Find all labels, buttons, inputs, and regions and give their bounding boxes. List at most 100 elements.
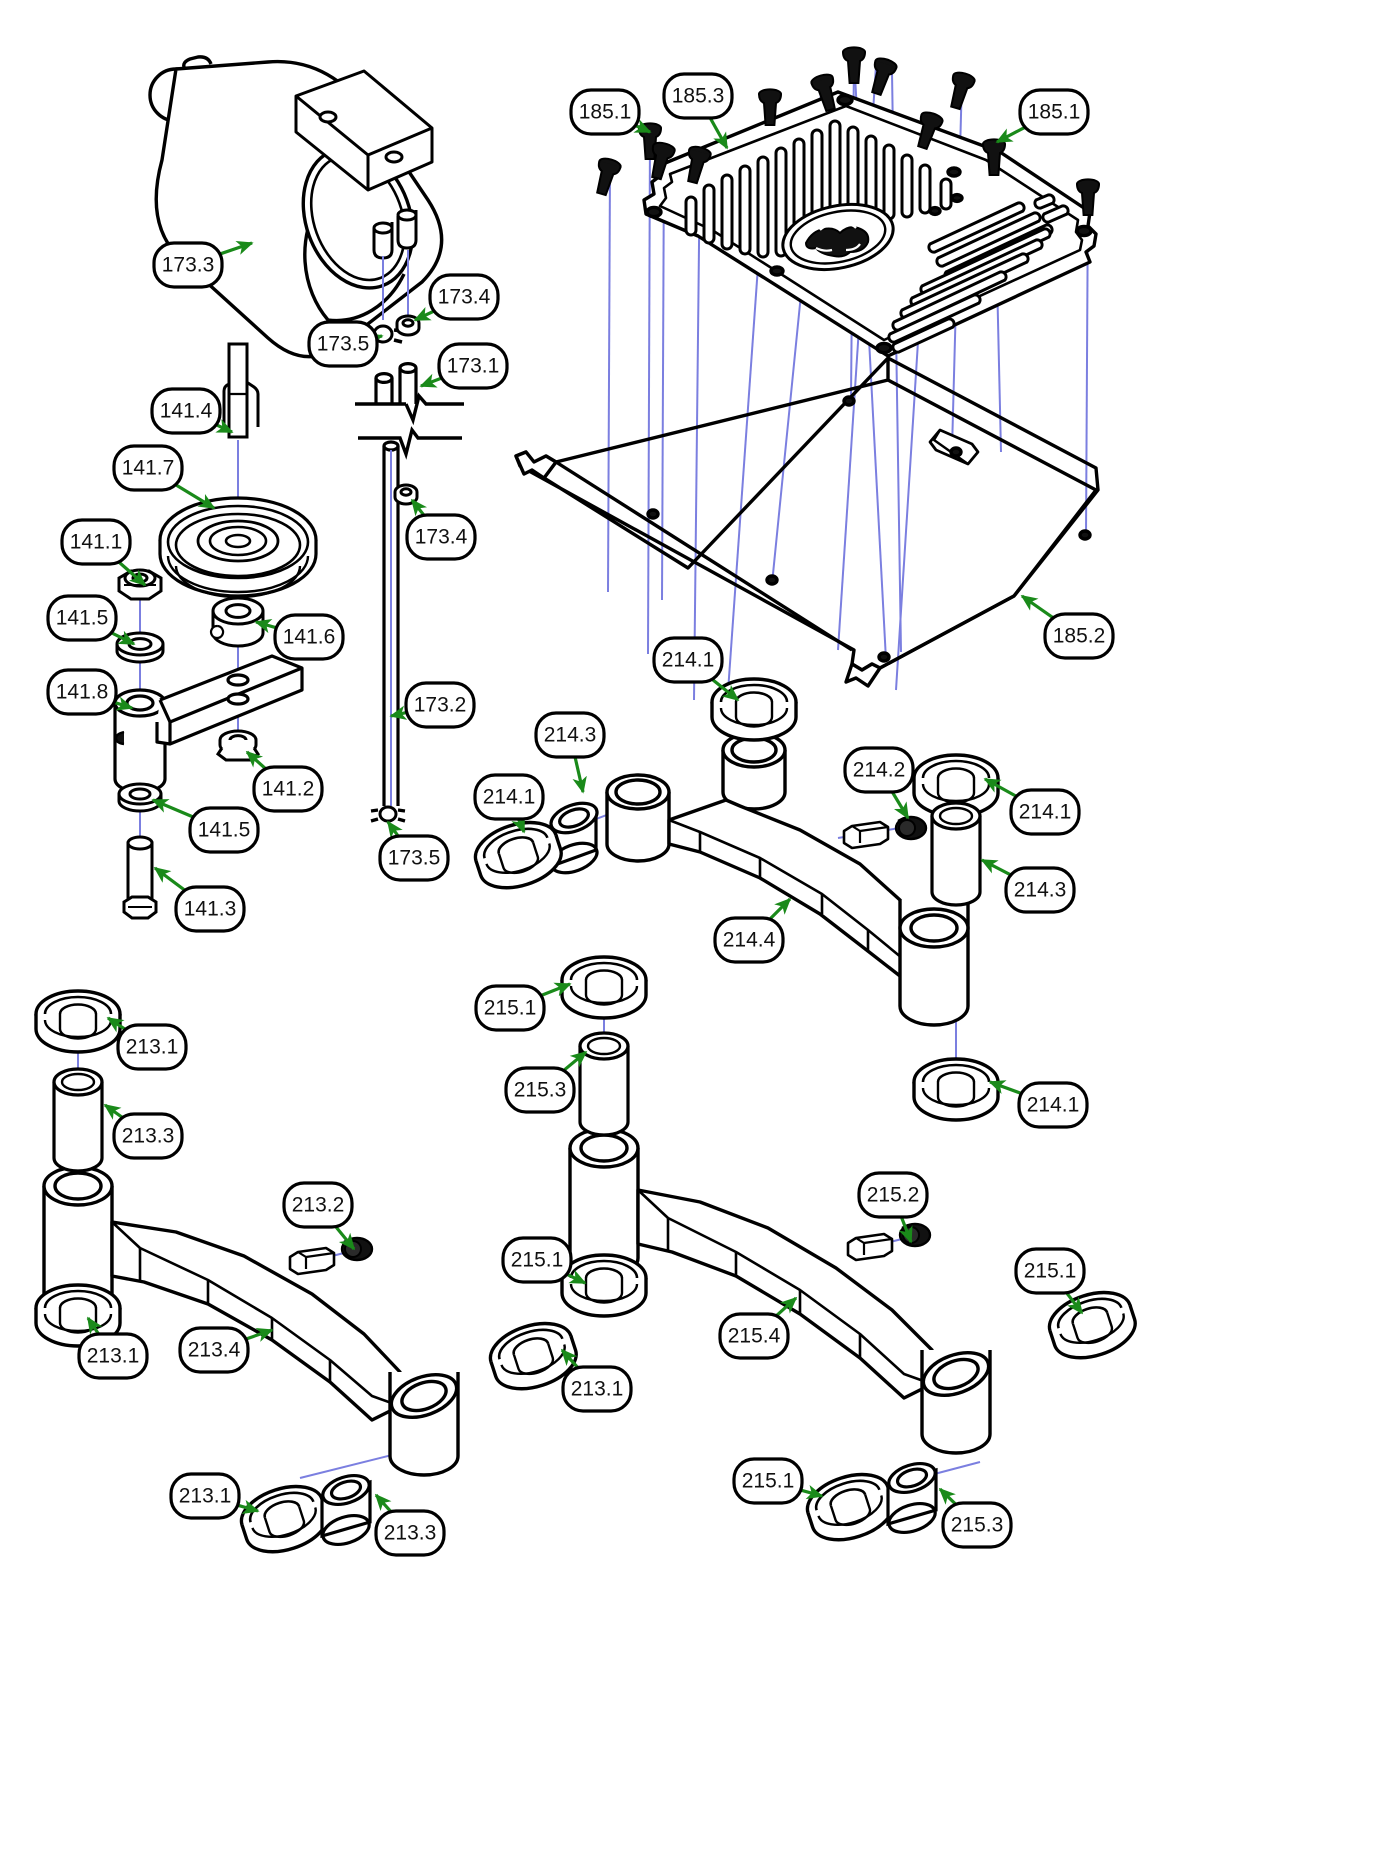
callout-213-4[interactable]: 213.4: [178, 1326, 274, 1374]
callout-185-1[interactable]: 185.1: [569, 88, 652, 136]
callout-214-3[interactable]: 214.3: [980, 858, 1076, 914]
callout-214-2[interactable]: 214.2: [843, 746, 915, 820]
callout-bubble[interactable]: [569, 88, 641, 136]
callout-214-4[interactable]: 214.4: [713, 897, 792, 964]
callout-bubble[interactable]: [504, 1066, 576, 1114]
callout-141-2[interactable]: 141.2: [245, 750, 324, 813]
callout-141-8[interactable]: 141.8: [46, 668, 134, 716]
callout-214-3[interactable]: 214.3: [534, 711, 606, 794]
callout-bubble[interactable]: [501, 1236, 573, 1284]
callout-141-5[interactable]: 141.5: [151, 798, 260, 854]
callout-bubble[interactable]: [273, 613, 345, 661]
callout-215-1[interactable]: 215.1: [501, 1236, 587, 1285]
callout-215-4[interactable]: 215.4: [718, 1296, 798, 1360]
leader-line: [890, 789, 910, 820]
leader-line: [708, 115, 729, 150]
callout-173-5[interactable]: 173.5: [378, 820, 450, 882]
callout-bubble[interactable]: [1017, 1081, 1089, 1129]
leader-line: [538, 982, 572, 998]
callout-bubble[interactable]: [60, 518, 132, 566]
callout-bubble[interactable]: [713, 916, 785, 964]
part-215-3-spacer-b: [886, 1461, 938, 1535]
callout-bubble[interactable]: [405, 513, 477, 561]
callout-141-5[interactable]: 141.5: [46, 594, 136, 646]
callout-bubble[interactable]: [857, 1171, 929, 1219]
callout-173-4[interactable]: 173.4: [405, 498, 477, 561]
callout-bubble[interactable]: [374, 1509, 446, 1557]
callout-214-1[interactable]: 214.1: [473, 773, 545, 834]
callout-185-3[interactable]: 185.3: [662, 72, 734, 150]
callout-bubble[interactable]: [1043, 612, 1115, 660]
callout-bubble[interactable]: [150, 387, 222, 435]
callout-213-3[interactable]: 213.3: [103, 1103, 184, 1160]
callout-bubble[interactable]: [718, 1312, 790, 1360]
callout-173-5[interactable]: 173.5: [307, 320, 384, 368]
callout-213-1[interactable]: 213.1: [106, 1016, 188, 1071]
callout-185-2[interactable]: 185.2: [1020, 594, 1115, 660]
callout-173-3[interactable]: 173.3: [152, 240, 254, 289]
callout-bubble[interactable]: [378, 834, 450, 882]
callout-bubble[interactable]: [1004, 866, 1076, 914]
callout-bubble[interactable]: [112, 444, 184, 492]
callout-bubble[interactable]: [282, 1181, 354, 1229]
part-141-3-bolt: [122, 835, 158, 920]
callout-label: 141.5: [198, 819, 251, 842]
callout-173-2[interactable]: 173.2: [389, 681, 476, 729]
callout-bubble[interactable]: [437, 342, 509, 390]
callout-bubble[interactable]: [843, 746, 915, 794]
callout-bubble[interactable]: [178, 1326, 250, 1374]
callout-214-1[interactable]: 214.1: [983, 777, 1081, 836]
callout-bubble[interactable]: [46, 668, 118, 716]
callout-214-1[interactable]: 214.1: [652, 636, 740, 702]
callout-bubble[interactable]: [662, 72, 734, 120]
callout-bubble[interactable]: [652, 636, 724, 684]
callout-215-1[interactable]: 215.1: [1014, 1247, 1086, 1315]
callout-215-1[interactable]: 215.1: [732, 1457, 824, 1505]
callout-label: 141.4: [160, 400, 213, 423]
callout-bubble[interactable]: [561, 1365, 633, 1413]
callout-141-1[interactable]: 141.1: [60, 518, 147, 587]
callout-bubble[interactable]: [428, 273, 500, 321]
callout-bubble[interactable]: [116, 1023, 188, 1071]
callout-bubble[interactable]: [112, 1112, 184, 1160]
callout-185-1[interactable]: 185.1: [995, 88, 1090, 144]
callout-215-3[interactable]: 215.3: [504, 1050, 588, 1114]
callout-bubble[interactable]: [473, 773, 545, 821]
callout-bubble[interactable]: [77, 1332, 149, 1380]
callout-141-7[interactable]: 141.7: [112, 444, 216, 510]
callout-213-1[interactable]: 213.1: [169, 1472, 260, 1520]
callout-bubble[interactable]: [732, 1457, 804, 1505]
leader-line: [115, 558, 147, 587]
callout-215-3[interactable]: 215.3: [938, 1487, 1013, 1549]
callout-215-1[interactable]: 215.1: [474, 982, 572, 1032]
callout-label: 173.3: [162, 254, 215, 277]
callout-bubble[interactable]: [941, 1501, 1013, 1549]
callout-213-3[interactable]: 213.3: [374, 1493, 446, 1557]
callout-141-4[interactable]: 141.4: [150, 387, 234, 435]
leader-line: [980, 858, 1015, 878]
callout-173-1[interactable]: 173.1: [419, 342, 509, 390]
callout-bubble[interactable]: [169, 1472, 241, 1520]
callout-bubble[interactable]: [1009, 788, 1081, 836]
callout-bubble[interactable]: [1014, 1247, 1086, 1295]
callout-213-2[interactable]: 213.2: [282, 1181, 356, 1251]
callout-bubble[interactable]: [474, 984, 546, 1032]
callout-141-3[interactable]: 141.3: [153, 866, 246, 933]
callout-bubble[interactable]: [152, 241, 224, 289]
callout-label: 141.8: [56, 681, 109, 704]
callout-bubble[interactable]: [534, 711, 606, 759]
callout-214-1[interactable]: 214.1: [988, 1080, 1089, 1129]
callout-bubble[interactable]: [174, 885, 246, 933]
callout-173-4[interactable]: 173.4: [413, 273, 500, 322]
callout-bubble[interactable]: [1018, 88, 1090, 136]
callout-bubble[interactable]: [188, 806, 260, 854]
callout-label: 213.1: [126, 1036, 179, 1059]
callout-213-1[interactable]: 213.1: [77, 1316, 149, 1380]
callout-bubble[interactable]: [252, 765, 324, 813]
callout-213-1[interactable]: 213.1: [560, 1348, 633, 1413]
callout-141-6[interactable]: 141.6: [254, 613, 345, 661]
callout-bubble[interactable]: [46, 594, 118, 642]
callout-bubble[interactable]: [404, 681, 476, 729]
callout-bubble[interactable]: [307, 320, 379, 368]
callout-215-2[interactable]: 215.2: [857, 1171, 929, 1244]
